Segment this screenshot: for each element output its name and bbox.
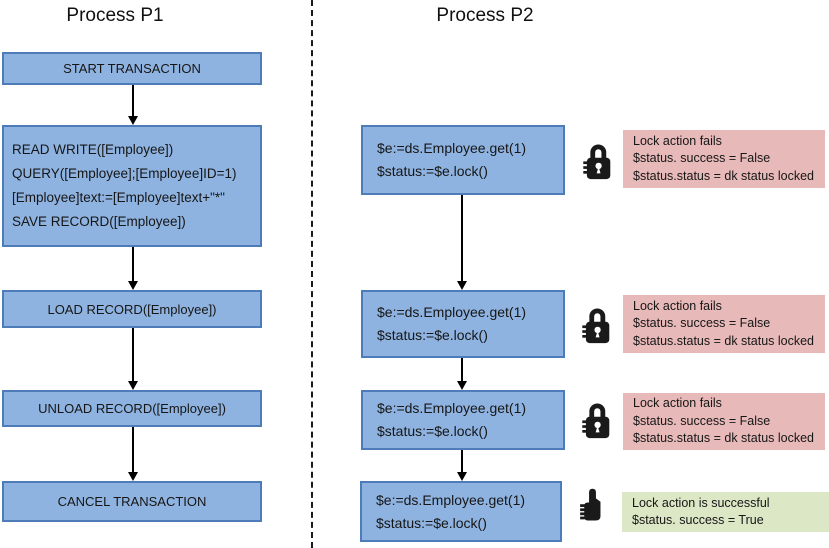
down-arrow-icon: [128, 281, 138, 290]
down-arrow-icon: [457, 472, 467, 481]
down-arrow-icon: [457, 281, 467, 290]
flow-box-start-transaction: START TRANSACTION: [2, 52, 262, 85]
flow-box-lock-attempt-4: $e:=ds.Employee.get(1) $status:=$e.lock(…: [360, 481, 562, 542]
thumbs-up-icon: [580, 488, 601, 521]
flow-box-cancel-transaction: CANCEL TRANSACTION: [2, 481, 262, 522]
lock-icon: [583, 144, 611, 180]
down-arrow-icon: [457, 381, 467, 390]
note-line: $status. success = False: [633, 413, 771, 428]
note-line: Lock action fails: [633, 133, 722, 148]
code-line: QUERY([Employee];[Employee]ID=1): [12, 166, 237, 181]
code-line: $status:=$e.lock(): [377, 327, 488, 343]
lock-icon: [582, 308, 610, 344]
flow-box-unload-record: UNLOAD RECORD([Employee]): [2, 390, 262, 427]
code-line: $status:=$e.lock(): [376, 514, 487, 531]
note-line: Lock action fails: [633, 396, 722, 411]
arrow-line: [132, 247, 134, 281]
note-box-lock-fails-1: Lock action fails $status. success = Fal…: [623, 130, 825, 188]
flow-box-read-write: READ WRITE([Employee]) QUERY([Employee];…: [2, 125, 262, 247]
note-box-lock-fails-2: Lock action fails $status. success = Fal…: [623, 295, 825, 353]
code-line: $e:=ds.Employee.get(1): [377, 400, 527, 416]
down-arrow-icon: [128, 472, 138, 481]
flow-box-label: CANCEL TRANSACTION: [57, 494, 207, 509]
flow-box-label: UNLOAD RECORD([Employee]): [38, 401, 226, 416]
note-line: Lock action fails: [633, 298, 722, 313]
note-box-lock-success: Lock action is successful $status. succe…: [622, 492, 829, 532]
down-arrow-icon: [128, 381, 138, 390]
flow-box-lock-attempt-3: $e:=ds.Employee.get(1) $status:=$e.lock(…: [361, 390, 565, 450]
down-arrow-icon: [128, 116, 138, 125]
code-line: $status:=$e.lock(): [377, 163, 488, 179]
process-p1-title: Process P1: [66, 5, 164, 26]
code-line: $e:=ds.Employee.get(1): [376, 491, 526, 508]
note-line: $status. success = False: [633, 316, 771, 331]
code-line: $status:=$e.lock(): [377, 423, 488, 439]
code-line: $e:=ds.Employee.get(1): [377, 304, 527, 320]
code-line: SAVE RECORD([Employee]): [12, 214, 186, 229]
flow-box-label: LOAD RECORD([Employee]): [47, 301, 217, 317]
arrow-line: [132, 328, 134, 381]
code-line: [Employee]text:=[Employee]text+"*": [12, 190, 225, 205]
arrow-line: [132, 427, 134, 472]
arrow-line: [461, 358, 463, 381]
flow-box-label: START TRANSACTION: [63, 61, 201, 76]
note-line: $status. success = True: [632, 513, 764, 527]
flow-box-lock-attempt-2: $e:=ds.Employee.get(1) $status:=$e.lock(…: [361, 290, 565, 358]
process-p2-title: Process P2: [436, 5, 534, 26]
column-divider-dashed-line: [311, 0, 313, 548]
note-box-lock-fails-3: Lock action fails $status. success = Fal…: [623, 393, 825, 450]
code-line: READ WRITE([Employee]): [12, 142, 174, 157]
flow-box-load-record: LOAD RECORD([Employee]): [2, 290, 262, 328]
note-line: Lock action is successful: [632, 495, 770, 510]
note-line: $status.status = dk status locked: [633, 333, 814, 348]
arrow-line: [461, 450, 463, 472]
arrow-line: [132, 85, 134, 116]
note-line: $status.status = dk status locked: [633, 431, 814, 446]
lock-icon: [582, 403, 610, 439]
arrow-line: [461, 195, 463, 281]
code-line: $e:=ds.Employee.get(1): [377, 140, 527, 156]
flow-box-lock-attempt-1: $e:=ds.Employee.get(1) $status:=$e.lock(…: [361, 125, 565, 195]
note-line: $status.status = dk status locked: [633, 168, 814, 183]
note-line: $status. success = False: [633, 151, 771, 166]
